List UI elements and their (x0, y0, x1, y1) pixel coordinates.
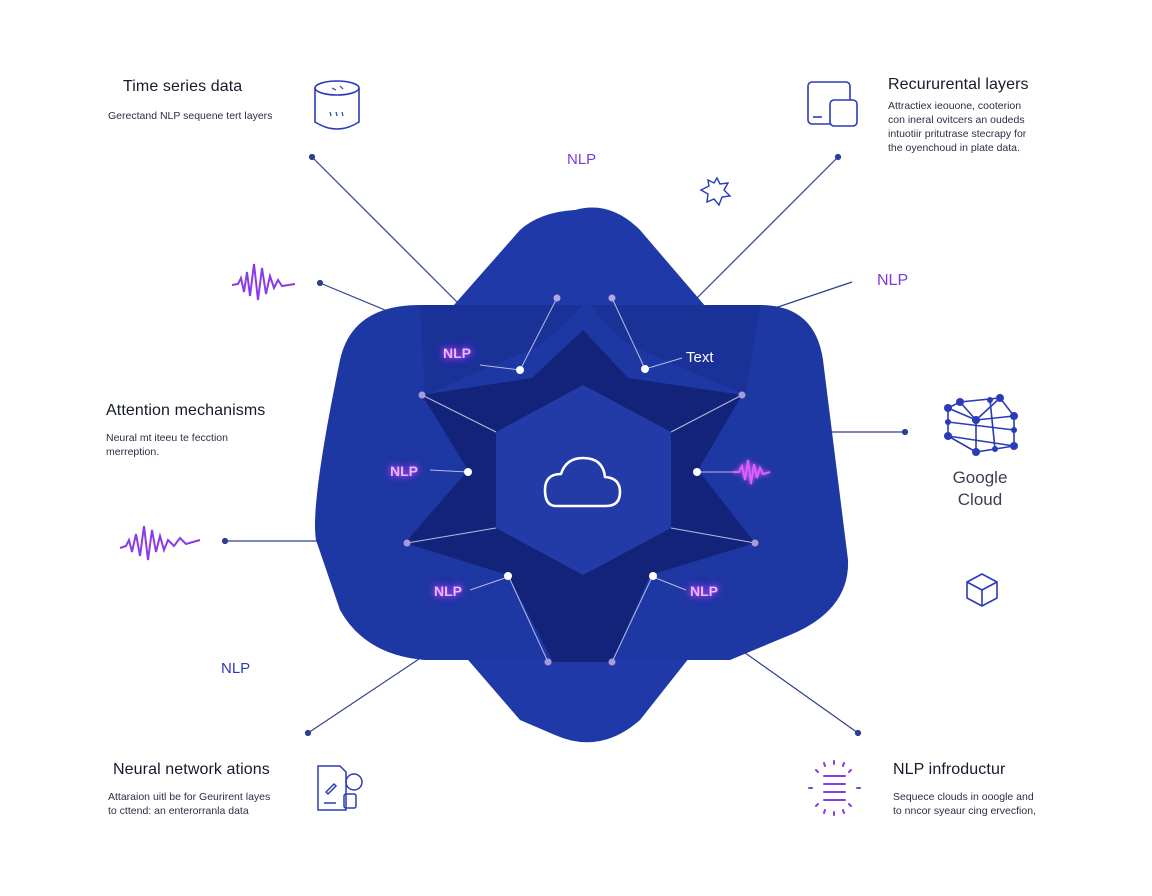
description-line: con ineral ovitcers an oudeds (888, 114, 1025, 126)
cloud-icon (543, 456, 622, 508)
connector-top-left (311, 156, 471, 316)
inner-line (479, 364, 521, 371)
inner-node (516, 366, 524, 374)
inner-nodes (403, 294, 759, 666)
inner-line (611, 297, 646, 370)
cube-icon (966, 573, 998, 607)
nlp-label-right: NLP (877, 272, 909, 289)
connector-right-nlp (774, 281, 853, 309)
inner-node (608, 294, 616, 302)
recurrent-layers-title: Recururental layers (888, 76, 1029, 93)
document-icon (317, 765, 363, 811)
description-line: Attractiex ieouone, cooterion (888, 100, 1022, 112)
description-line: intuotiir pritutrase stecrapy for (888, 128, 1027, 140)
inner-node (738, 391, 746, 399)
connector-dot (308, 153, 316, 161)
inner-network (406, 297, 756, 663)
cube-network-icon (944, 394, 1018, 456)
attention-mechanisms-title: Attention mechanisms (106, 402, 266, 419)
time-series-description: Gerectand NLP sequene tert layers (108, 110, 273, 122)
inner-label-mid-left: NLP (390, 463, 418, 479)
inner-line (519, 297, 558, 371)
connector-left-wave (319, 282, 386, 311)
inner-node (693, 468, 701, 476)
google-cloud-line1: Google (952, 468, 1008, 487)
inner-label-lower-right: NLP (690, 583, 718, 599)
inner-label-upper-right: Text (686, 349, 714, 366)
inner-label-lower-left: NLP (434, 583, 462, 599)
connector-dot (834, 153, 842, 161)
star-petal-overlap (590, 305, 760, 395)
inner-node (553, 294, 561, 302)
inner-node (504, 572, 512, 580)
inner-line (670, 394, 743, 433)
nlp-infrastructure-title: NLP infroductur (893, 761, 1006, 778)
inner-node (403, 539, 411, 547)
nlp-infrastructure-description: Sequece clouds in ooogle and to nncor sy… (893, 790, 1036, 818)
attention-mechanisms-description: Neural mt iteeu te fecction merreption. (106, 431, 228, 459)
inner-line (644, 357, 683, 370)
inner-line (406, 527, 497, 544)
description-line: Attaraion uitl be for Geurirent layes (108, 791, 271, 803)
inner-line (469, 576, 509, 591)
connector-top-right (689, 156, 839, 306)
waveform-icon (231, 263, 296, 301)
inner-label-upper-left: NLP (443, 345, 471, 361)
description-line: to cttend: an enterorranla data (108, 805, 249, 817)
description-line: to nncor syeaur cing ervecfion, (893, 805, 1036, 817)
description-line: merreption. (106, 446, 160, 458)
google-cloud-label: Google Cloud (935, 467, 1025, 511)
google-cloud-line2: Cloud (957, 490, 1003, 509)
inner-node (464, 468, 472, 476)
inner-node (751, 539, 759, 547)
inner-line (421, 394, 497, 433)
recurrent-layers-description: Attractiex ieouone, cooterion con ineral… (888, 99, 1026, 155)
connector-dot (854, 729, 862, 737)
description-line: the oyenchoud in plate data. (888, 142, 1020, 154)
waveform-icon (119, 525, 201, 561)
connector-dot (304, 729, 312, 737)
time-series-title: Time series data (123, 78, 243, 95)
neural-network-description: Attaraion uitl be for Geurirent layes to… (108, 790, 270, 818)
description-line: Neural mt iteeu te fecction (106, 432, 228, 444)
inner-node (649, 572, 657, 580)
nlp-label-top: NLP (567, 151, 597, 168)
inner-node (544, 658, 552, 666)
inner-line (611, 574, 654, 663)
description-line: Sequece clouds in ooogle and (893, 791, 1034, 803)
database-icon (314, 80, 360, 130)
connector-dot (901, 428, 909, 436)
gear-icon (699, 176, 732, 207)
nlp-label-bottom-left: NLP (221, 660, 251, 677)
central-hexagon (496, 385, 671, 575)
central-star (315, 207, 849, 743)
inner-node (418, 391, 426, 399)
waveform-glow-icon (733, 459, 771, 485)
connector-dot (221, 537, 229, 545)
inner-node (608, 658, 616, 666)
inner-line (670, 527, 756, 544)
inner-line (507, 574, 549, 663)
inner-line (429, 469, 469, 473)
neural-network-title: Neural network ations (113, 761, 270, 778)
inner-node (641, 365, 649, 373)
radial-list-icon (808, 760, 861, 816)
layers-icon (807, 81, 858, 127)
connector-dot (316, 279, 324, 287)
inner-line (652, 576, 687, 591)
